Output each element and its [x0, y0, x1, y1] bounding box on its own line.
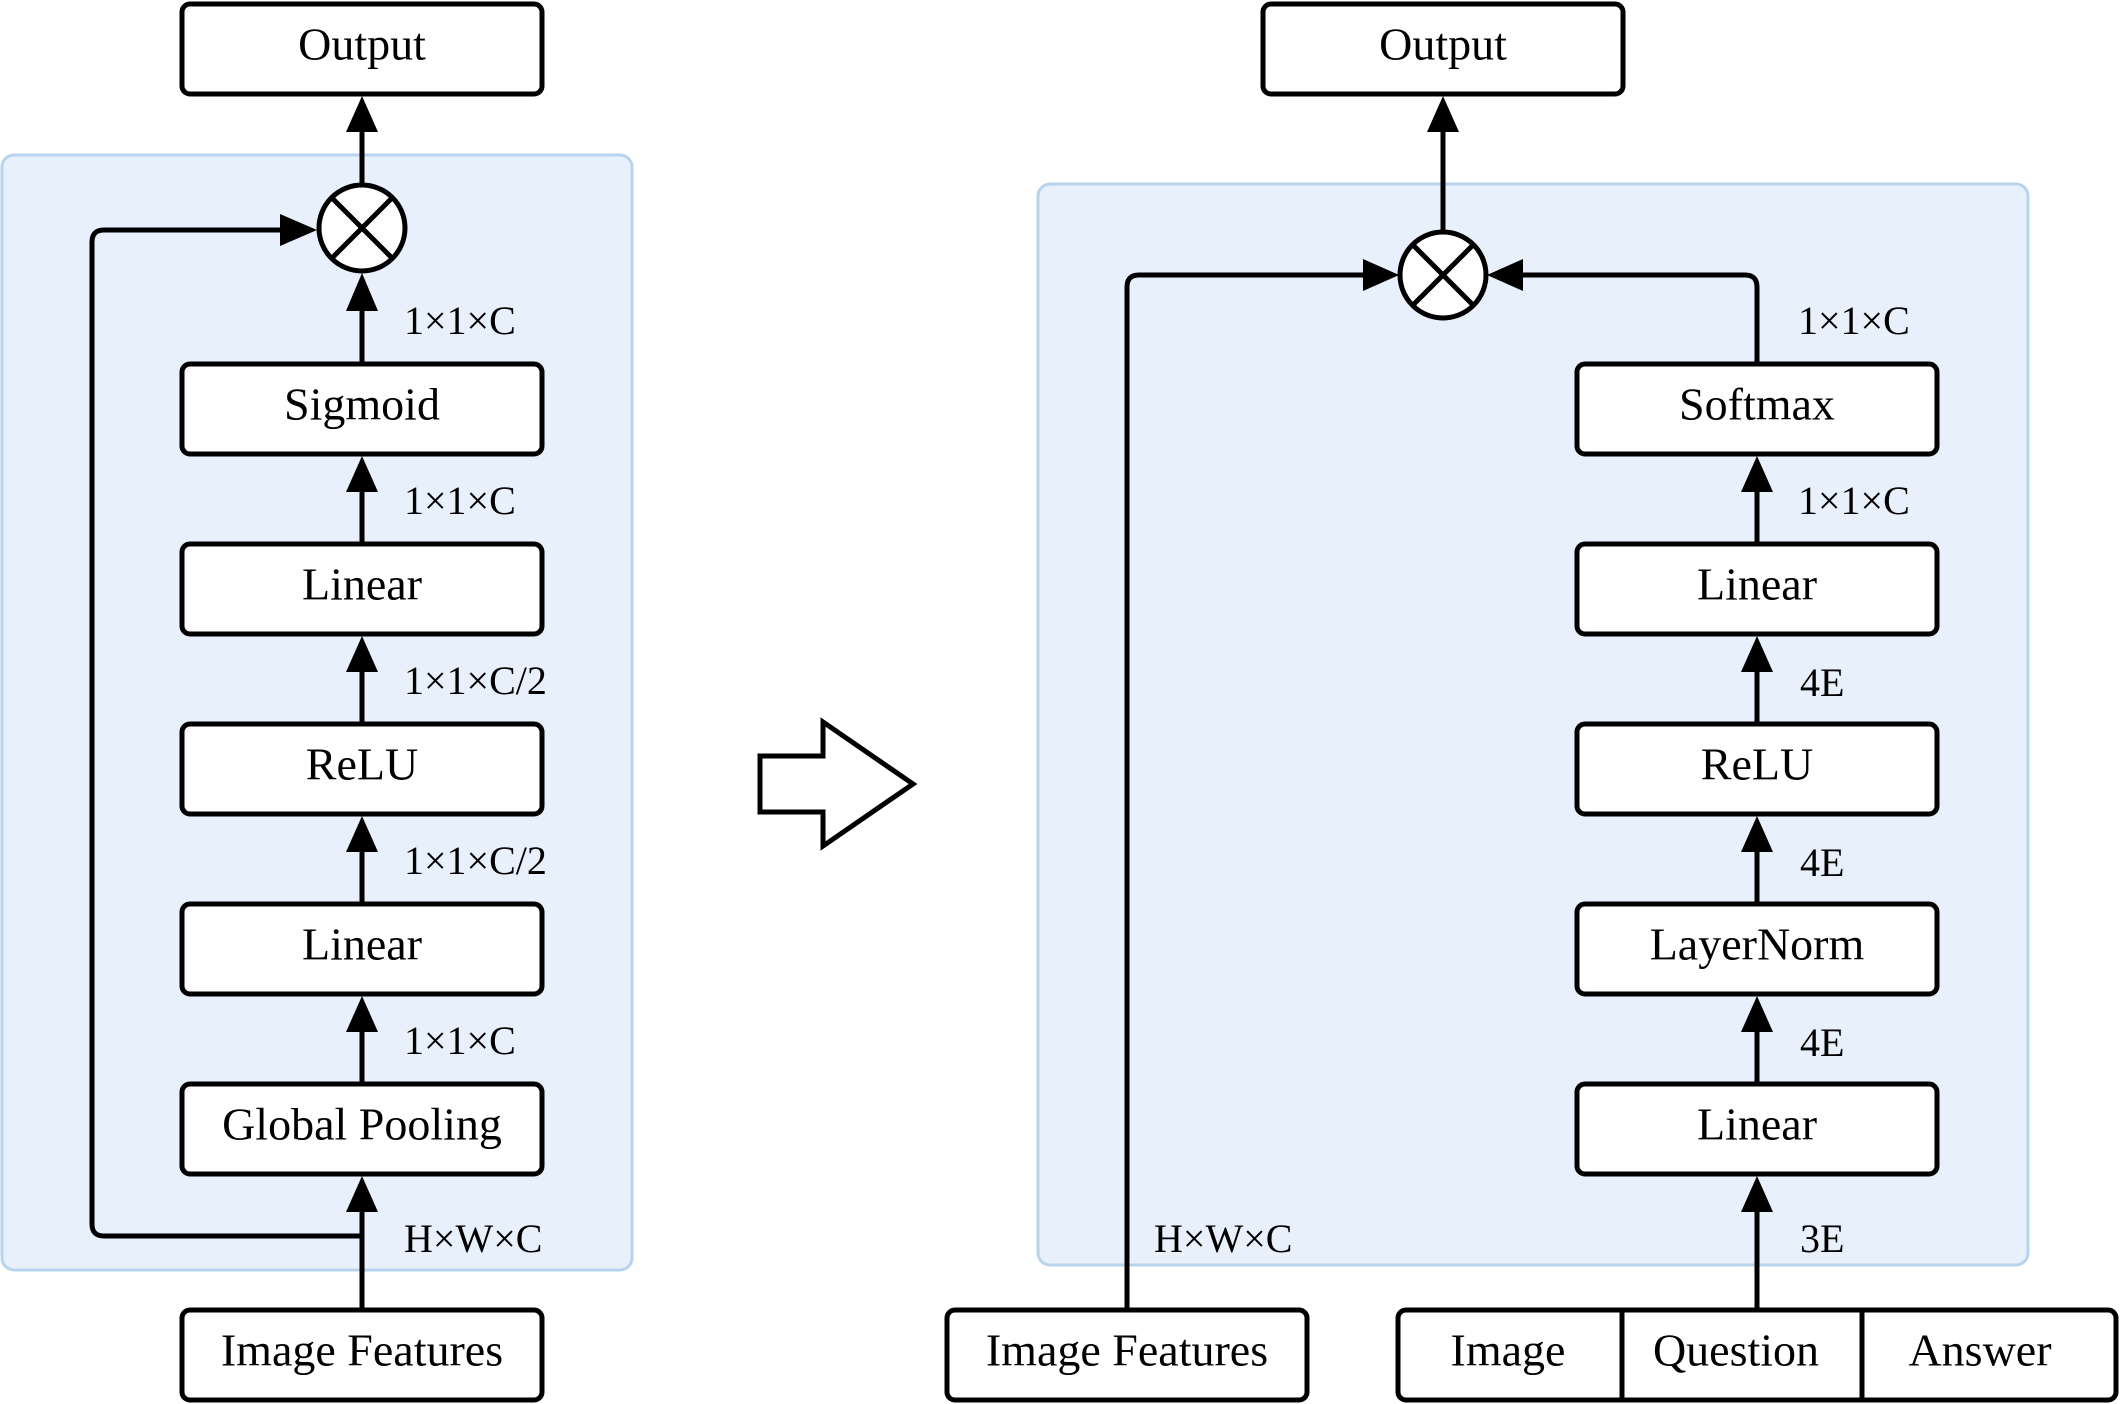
right-softmax-label: Softmax	[1679, 379, 1835, 430]
right-dim-linear2-out: 1×1×C	[1798, 478, 1910, 523]
left-input-label: Image Features	[221, 1325, 503, 1376]
left-linear2-box: Linear	[179, 541, 545, 637]
right-arrow-linear2-to-softmax	[1741, 456, 1773, 542]
left-arrow-relu-to-linear2	[346, 636, 378, 722]
right-input-image-label: Image	[1451, 1325, 1566, 1376]
left-sigmoid-box: Sigmoid	[179, 361, 545, 457]
left-arrow-linear2-to-sigmoid	[346, 456, 378, 542]
right-dim-concat-in: 3E	[1800, 1216, 1844, 1261]
right-linear2-label: Linear	[1697, 559, 1817, 610]
left-relu-label: ReLU	[306, 739, 418, 790]
right-image-features-box: Image Features	[944, 1307, 1310, 1403]
right-arrow-image-features-to-multiply	[1124, 259, 1399, 1308]
right-dim-layernorm-out: 4E	[1800, 840, 1844, 885]
hollow-right-arrow-icon	[757, 717, 918, 851]
left-arrow-sigmoid-to-multiply	[346, 273, 378, 362]
right-arrow-linear1-to-layernorm	[1741, 996, 1773, 1082]
right-arrow-relu-to-linear2	[1741, 636, 1773, 722]
left-dim-linear1-out: 1×1×C/2	[404, 838, 547, 883]
left-linear2-label: Linear	[302, 559, 422, 610]
left-arrow-to-output	[346, 96, 378, 185]
left-linear1-box: Linear	[179, 901, 545, 997]
left-pooling-label: Global Pooling	[222, 1099, 502, 1150]
right-concat-input-box: Image Question Answer	[1395, 1307, 2119, 1403]
left-input-box: Image Features	[179, 1307, 545, 1403]
left-dim-pooling-out: 1×1×C	[404, 1018, 516, 1063]
right-relu-label: ReLU	[1701, 739, 1813, 790]
left-arrow-pooling-to-linear1	[346, 996, 378, 1082]
right-image-features-label: Image Features	[986, 1325, 1268, 1376]
right-dim-linear1-out: 4E	[1800, 1020, 1844, 1065]
left-pooling-box: Global Pooling	[179, 1081, 545, 1177]
left-multiply-node	[316, 182, 408, 274]
right-linear1-box: Linear	[1574, 1081, 1940, 1177]
right-layernorm-label: LayerNorm	[1650, 919, 1865, 970]
right-output-box: Output	[1260, 1, 1626, 97]
left-dim-relu-out: 1×1×C/2	[404, 658, 547, 703]
right-linear1-label: Linear	[1697, 1099, 1817, 1150]
right-arrow-to-output	[1427, 96, 1459, 232]
right-arrow-concat-to-linear1	[1741, 1176, 1773, 1308]
left-arrow-input-to-pooling	[346, 1176, 378, 1308]
right-relu-box: ReLU	[1574, 721, 1940, 817]
right-output-label: Output	[1379, 19, 1507, 70]
right-linear2-box: Linear	[1574, 541, 1940, 637]
right-input-question-label: Question	[1653, 1325, 1819, 1376]
left-dim-linear2-out: 1×1×C	[404, 478, 516, 523]
left-arrow-linear1-to-relu	[346, 816, 378, 902]
right-dim-softmax-out: 1×1×C	[1798, 298, 1910, 343]
right-dim-relu-out: 4E	[1800, 660, 1844, 705]
right-softmax-box: Softmax	[1574, 361, 1940, 457]
right-layernorm-box: LayerNorm	[1574, 901, 1940, 997]
left-dim-sigmoid-out: 1×1×C	[404, 298, 516, 343]
left-sigmoid-label: Sigmoid	[284, 379, 440, 430]
right-input-answer-label: Answer	[1908, 1325, 2051, 1376]
right-arrow-layernorm-to-relu	[1741, 816, 1773, 902]
left-output-box: Output	[179, 1, 545, 97]
left-relu-box: ReLU	[179, 721, 545, 817]
left-dim-input: H×W×C	[404, 1216, 542, 1261]
left-skip-connection	[89, 214, 362, 1239]
left-linear1-label: Linear	[302, 919, 422, 970]
right-arrow-softmax-to-multiply	[1487, 259, 1760, 362]
right-dim-image-features: H×W×C	[1154, 1216, 1292, 1261]
right-multiply-node	[1397, 229, 1489, 321]
left-output-label: Output	[298, 19, 426, 70]
